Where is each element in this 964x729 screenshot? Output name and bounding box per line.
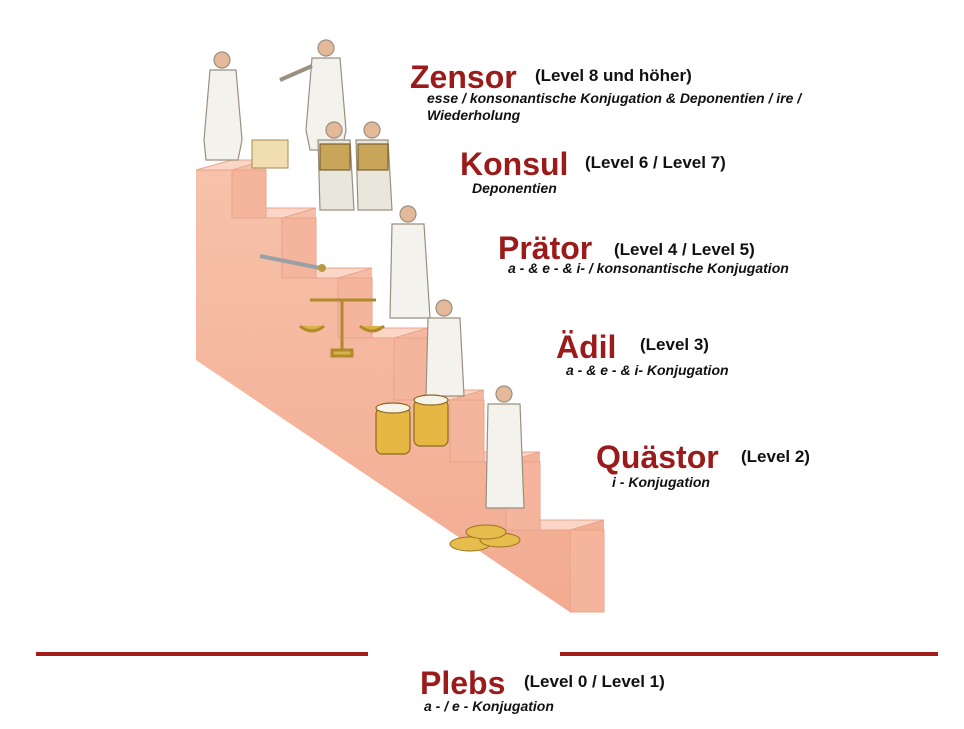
rank-title-zensor: Zensor bbox=[410, 59, 517, 95]
rank-level-praetor: (Level 4 / Level 5) bbox=[614, 240, 755, 259]
rank-level-konsul: (Level 6 / Level 7) bbox=[585, 153, 726, 172]
rank-subtitle-praetor: a - & e - & i- / konsonantische Konjugat… bbox=[508, 260, 789, 276]
roman-figures bbox=[203, 39, 525, 509]
rank-title-aedil: Ädil bbox=[556, 329, 617, 365]
rank-title-plebs: Plebs bbox=[420, 665, 506, 701]
rank-subtitle-quaestor: i - Konjugation bbox=[612, 474, 710, 490]
rank-subtitle-plebs: a - / e - Konjugation bbox=[424, 698, 554, 714]
rank-title-quaestor: Quästor bbox=[596, 439, 719, 475]
rank-level-aedil: (Level 3) bbox=[640, 335, 709, 354]
grain-jars bbox=[375, 394, 449, 455]
sword bbox=[259, 254, 321, 270]
stair-objects bbox=[251, 139, 521, 552]
rank-level-plebs: (Level 0 / Level 1) bbox=[524, 672, 665, 691]
scales bbox=[299, 298, 385, 358]
rank-title-praetor: Prätor bbox=[498, 230, 593, 266]
scroll bbox=[251, 139, 289, 169]
rank-subtitle-konsul: Deponentien bbox=[472, 180, 557, 196]
divider-right bbox=[560, 652, 938, 656]
divider-left bbox=[36, 652, 368, 656]
rank-subtitle-aedil: a - & e - & i- Konjugation bbox=[566, 362, 729, 378]
rank-subtitle-zensor: esse / konsonantische Konjugation & Depo… bbox=[427, 90, 802, 123]
rank-level-quaestor: (Level 2) bbox=[741, 447, 810, 466]
rank-level-zensor: (Level 8 und höher) bbox=[535, 66, 692, 85]
rank-title-konsul: Konsul bbox=[460, 146, 569, 182]
coins bbox=[449, 524, 521, 552]
